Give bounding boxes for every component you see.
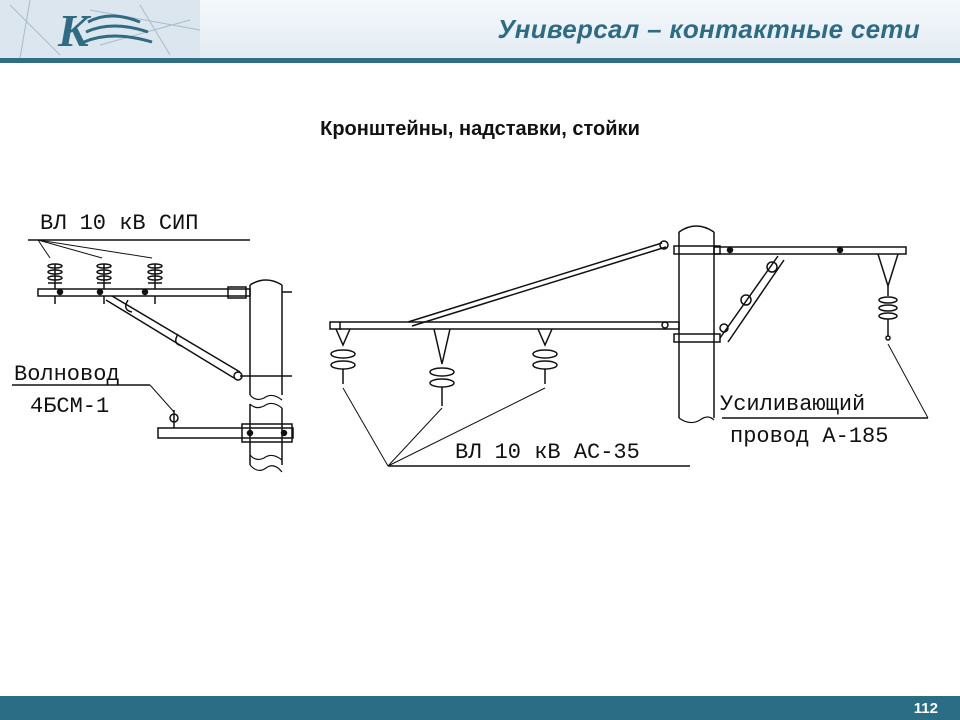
- right-assembly: [329, 225, 929, 467]
- left-assembly: [12, 239, 294, 473]
- header-divider: [0, 58, 960, 63]
- footer-bar: 112: [0, 696, 960, 720]
- center-label: ВЛ 10 кВ АС-35: [455, 440, 640, 465]
- center-insulator-3: [532, 328, 558, 384]
- left-insulator-3: [147, 263, 163, 304]
- left-top-label: ВЛ 10 кВ СИП: [40, 211, 198, 236]
- left-insulator-2: [96, 263, 112, 304]
- right-insulator-string: [877, 253, 899, 341]
- header-bar: K Универсал – контактные сети: [0, 0, 960, 58]
- slide-title: Кронштейны, надставки, стойки: [320, 118, 640, 140]
- page-number: 112: [913, 700, 938, 717]
- left-insulator-1: [47, 263, 63, 304]
- center-insulator-1: [330, 328, 356, 384]
- center-insulator-2: [429, 328, 455, 406]
- bracket-diagram: ВЛ 10 кВ СИП Волновод 4БСМ-1 ВЛ 10 кВ АС…: [12, 211, 929, 473]
- right-label-1: Усиливающий: [720, 392, 865, 417]
- company-k-logo-icon: K: [0, 0, 200, 58]
- right-label-2: провод А-185: [730, 424, 888, 449]
- left-wave-label-1: Волновод: [14, 362, 120, 387]
- left-wave-label-2: 4БСМ-1: [30, 394, 109, 419]
- header-title: Универсал – контактные сети: [497, 14, 920, 44]
